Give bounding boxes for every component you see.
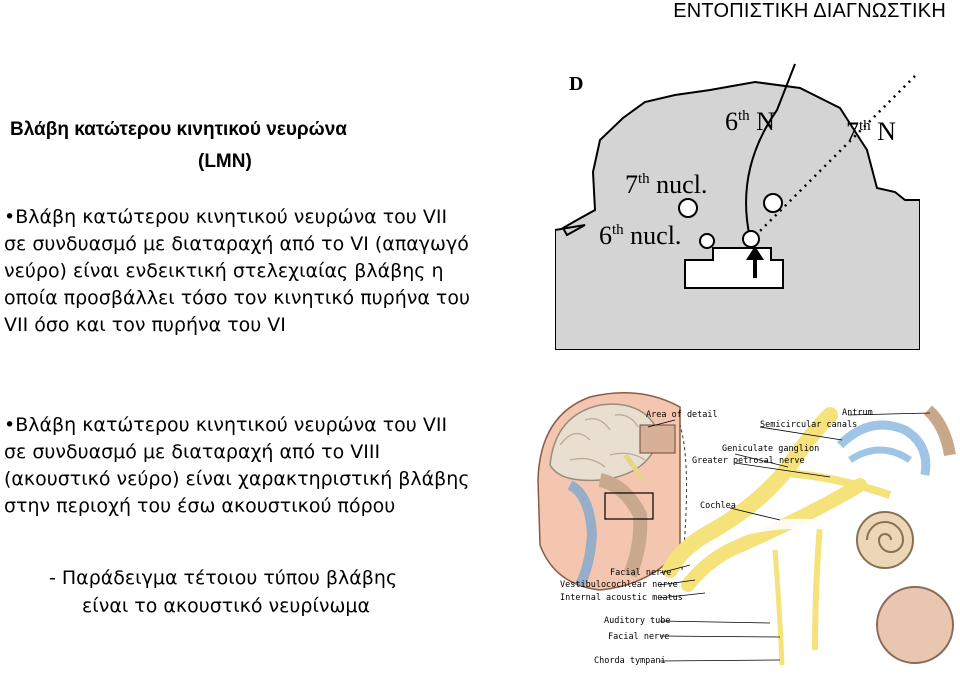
seventh-nucleus-left xyxy=(678,198,698,218)
chorda-tympani-nerve xyxy=(772,549,785,666)
label-facial-nerve-2: Facial nerve xyxy=(608,632,669,642)
sixth-nerve-line xyxy=(745,63,796,239)
example-line-2: είναι το ακουστικό νευρίνωμα xyxy=(82,595,371,617)
section-heading: Βλάβη κατώτερου κινητικού νευρώνα (LMN) xyxy=(10,114,480,178)
ear-anatomy-illustration: Area of detail Semicircular canals Antru… xyxy=(537,392,956,666)
brainstem-section xyxy=(555,80,920,350)
label-area-of-detail: Area of detail xyxy=(646,410,718,420)
leader-petrosal xyxy=(734,462,831,478)
tympanic-region xyxy=(876,586,954,664)
ear-region xyxy=(639,424,676,454)
sixth-nucleus-right xyxy=(742,230,760,248)
leader-cochlea xyxy=(729,507,781,521)
page-title: ΕΝΤΟΠΙΣΤΙΚΗ ΔΙΑΓΝΩΣΤΙΚΗ xyxy=(673,0,946,22)
bullet-vii-vi: •Βλάβη κατώτερου κινητικού νευρώνα του V… xyxy=(4,206,470,336)
label-semicircular-canals: Semicircular canals xyxy=(760,420,857,430)
semicircular-canal xyxy=(836,420,931,476)
leader-vestibulo xyxy=(659,579,696,586)
label-internal-acoustic-meatus: Internal acoustic meatus xyxy=(560,593,683,603)
leader-semicircular xyxy=(759,426,843,441)
area-of-detail-box xyxy=(604,492,654,520)
greater-petrosal-nerve xyxy=(781,469,892,499)
sixth-nucleus-label: 6th nucl. xyxy=(599,221,681,250)
sixth-nerve-label: 6th N xyxy=(725,107,775,136)
seventh-nucleus-right xyxy=(763,193,783,213)
example-line-1: - Παράδειγμα τέτοιου τύπου βλάβης xyxy=(49,567,398,589)
vestibulocochlear-trunk xyxy=(681,478,867,592)
small-nerve xyxy=(623,453,645,482)
heading-line-2: (LMN) xyxy=(198,151,252,172)
label-vestibulocochlear-nerve: Vestibulocochlear nerve xyxy=(560,580,678,590)
cochlea xyxy=(856,511,914,569)
leader-meatus xyxy=(659,592,706,599)
leader-facial1 xyxy=(659,564,691,574)
label-greater-petrosal-nerve: Greater petrosal nerve xyxy=(692,456,805,466)
example-note: - Παράδειγμα τέτοιου τύπου βλάβης είναι … xyxy=(4,564,474,620)
label-auditory-tube: Auditory tube xyxy=(604,616,671,626)
leader-auditory xyxy=(659,620,771,624)
label-chorda-tympani: Chorda tympani xyxy=(594,656,666,666)
semicircular-canal-2 xyxy=(848,446,912,463)
seventh-nucleus-label: 7th nucl. xyxy=(625,170,707,199)
leader-antrum xyxy=(847,412,931,416)
leader-geniculate xyxy=(734,453,789,468)
label-cochlea: Cochlea xyxy=(700,501,736,511)
leader-area xyxy=(647,419,676,428)
arrow-head xyxy=(746,246,764,260)
leader-chorda xyxy=(659,659,781,662)
facial-nerve-trunk xyxy=(662,407,838,578)
seventh-nerve-line xyxy=(752,75,916,239)
panel-letter: D xyxy=(569,73,583,95)
brainstem-diagram: D 6th N 7th N 7th nucl. 6th nucl. xyxy=(555,63,920,350)
brain-folds xyxy=(559,414,646,468)
facial-nerve-descending xyxy=(812,524,823,651)
sixth-nucleus-left xyxy=(699,233,715,249)
brainstem-column xyxy=(598,473,648,578)
cochlea-spiral xyxy=(866,521,905,553)
heading-line-1: Βλάβη κατώτερου κινητικού νευρώνα xyxy=(10,119,347,140)
antrum xyxy=(923,405,956,457)
spinal-canal xyxy=(567,480,598,588)
label-geniculate-ganglion: Geniculate ganglion xyxy=(722,444,819,454)
bullet-vii-viii: •Βλάβη κατώτερου κινητικού νευρώνα του V… xyxy=(4,414,470,517)
leader-facial2 xyxy=(659,635,781,638)
seventh-nerve-label: 7th N xyxy=(846,117,896,146)
label-antrum: Antrum xyxy=(842,408,873,418)
label-facial-nerve: Facial nerve xyxy=(610,568,671,578)
